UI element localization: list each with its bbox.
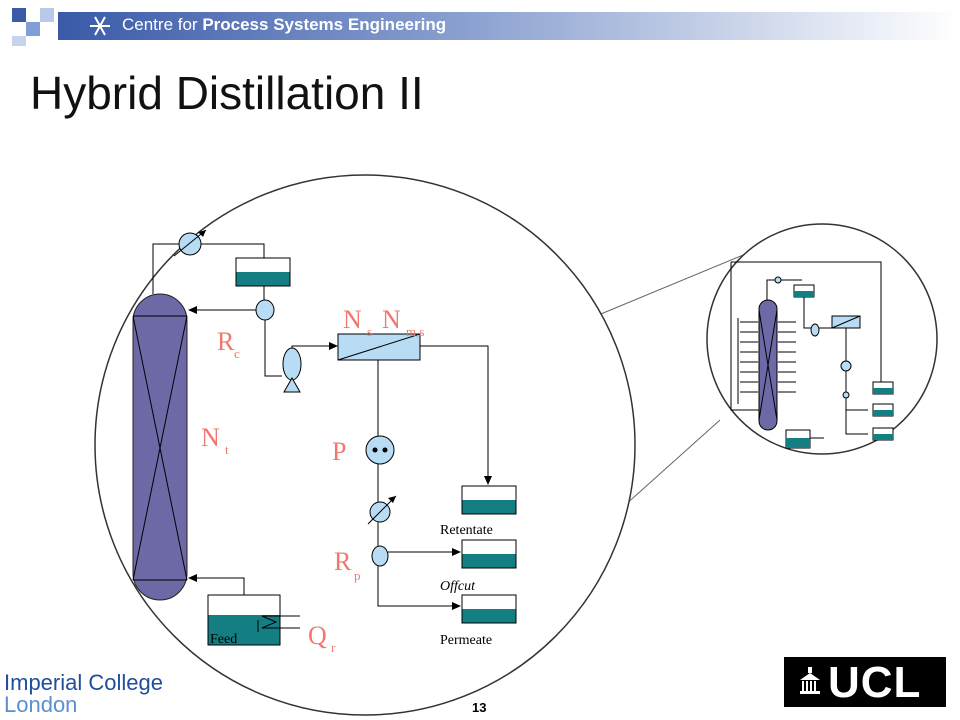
rc-label: R (217, 327, 235, 356)
nt-subscript: t (225, 442, 229, 457)
retentate-label: Retentate (440, 523, 493, 538)
retentate-tank (461, 485, 517, 515)
feed-label: Feed (210, 632, 237, 647)
permeate-splitter-icon (371, 545, 389, 567)
ns-label: N (343, 305, 362, 334)
reflux-splitter-icon (255, 299, 275, 321)
zoom-line-top (595, 247, 761, 317)
rp-label: R (334, 547, 352, 576)
rp-subscript: p (354, 568, 361, 583)
permeate-tank (461, 594, 517, 624)
overview-inset (706, 223, 938, 455)
p-label: P (332, 437, 346, 466)
pump-icon (282, 347, 302, 393)
nms-subscript: m,s (406, 324, 424, 339)
offcut-tank (461, 539, 517, 569)
snowflake-icon (90, 16, 110, 36)
condenser-icon (173, 229, 207, 257)
offcut-label: Offcut (440, 579, 476, 594)
page-number: 13 (472, 700, 487, 715)
ucl-portico-icon (800, 667, 820, 694)
ns-subscript: s (367, 324, 372, 339)
slide-title: Hybrid Distillation II (30, 67, 424, 119)
reboiler-heater-icon (257, 615, 300, 632)
feed-tank (207, 594, 281, 646)
header-title: Centre for Process Systems Engineering (122, 15, 447, 34)
membrane-unit (337, 333, 421, 361)
permeate-condenser-icon (367, 495, 397, 525)
qr-subscript: r (331, 640, 336, 655)
rc-subscript: c (234, 346, 240, 361)
nms-label: N (382, 305, 401, 334)
reflux-drum (235, 257, 291, 287)
zoom-line-bottom (623, 419, 721, 507)
ucl-logo: UCL (784, 657, 946, 707)
imperial-college-logo: Imperial College London (4, 670, 163, 717)
distillation-column (132, 293, 188, 601)
nt-label: N (201, 423, 220, 452)
qr-label: Q (308, 621, 327, 650)
permeate-label: Permeate (440, 633, 492, 648)
vacuum-pump-icon (365, 435, 395, 465)
header-bar (12, 8, 960, 46)
